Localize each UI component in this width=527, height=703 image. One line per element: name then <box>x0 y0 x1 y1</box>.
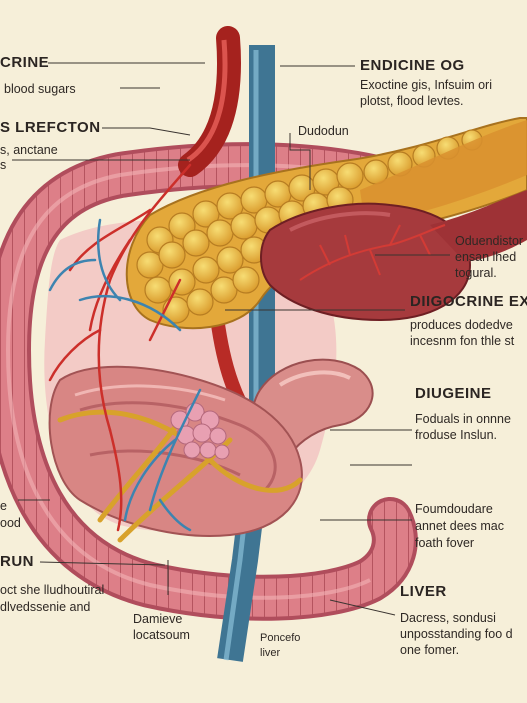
label-left-4-sub2: dlvedssenie and <box>0 600 91 614</box>
branch-arteries <box>48 163 192 532</box>
artery-main <box>178 26 242 177</box>
label-left-1-sub: blood sugars <box>4 82 76 96</box>
label-right-4-line2: froduse Inslun. <box>415 428 497 442</box>
label-right-5-line3: foath fover <box>415 536 475 550</box>
label-right-3-line2: incesnm fon thle st <box>410 334 515 348</box>
label-right-4-line1: Foduals in onnne <box>415 412 511 426</box>
label-left-4-sub1: oct she lludhoutiral <box>0 583 105 597</box>
label-right-2-line2: ensan lhed <box>455 250 517 264</box>
pancreas-tail <box>360 120 527 225</box>
label-right-6-line1: Dacress, sondusi <box>400 611 496 625</box>
label-left-3-sub1: e <box>0 499 7 513</box>
label-right-3-title: DIIGOCRINE EXZ <box>410 293 527 310</box>
label-right-6-title: LIVER <box>400 583 447 600</box>
small-intestine <box>48 365 303 537</box>
liver-lobe <box>260 202 472 322</box>
islet-cluster <box>170 402 230 460</box>
label-right-4-title: DIUGEINE <box>415 385 492 402</box>
label-left-4-title: RUN <box>0 553 34 570</box>
branch-veins <box>48 218 202 532</box>
label-center-1-line2: locatsoum <box>133 628 190 642</box>
label-right-5-line1: Foumdoudare <box>415 502 493 516</box>
label-left-2-title: S LREFCTON <box>0 119 101 136</box>
label-left-1-title: CRINE <box>0 54 50 71</box>
label-right-3-line1: produces dodedve <box>410 318 513 332</box>
label-right-2-line3: togural. <box>455 266 497 280</box>
leader-lines <box>12 62 450 616</box>
label-duodenum: Dudodun <box>298 124 349 138</box>
label-right-5-line2: annet dees mac <box>415 519 504 533</box>
label-right-1-line2: plotst, flood levtes. <box>360 94 464 108</box>
label-center-2-line1: Poncefo <box>260 632 301 644</box>
label-right-1-line1: Exoctine gis, Infsuim ori <box>360 78 492 92</box>
label-left-2-sub2: s <box>0 158 7 172</box>
label-center-2-line2: liver <box>260 647 281 659</box>
label-left-3-sub2: ood <box>0 516 21 530</box>
liver-vessels <box>299 224 446 281</box>
label-right-2-line1: Oduendistor <box>455 234 524 248</box>
label-right-6-line3: one fomer. <box>400 643 460 657</box>
label-right-6-line2: unposstanding foo d <box>400 627 513 641</box>
label-right-1-title: ENDICINE OG <box>360 57 465 74</box>
label-left-2-sub1: s, anctane <box>0 143 58 157</box>
label-center-1-line1: Damieve <box>133 612 183 626</box>
